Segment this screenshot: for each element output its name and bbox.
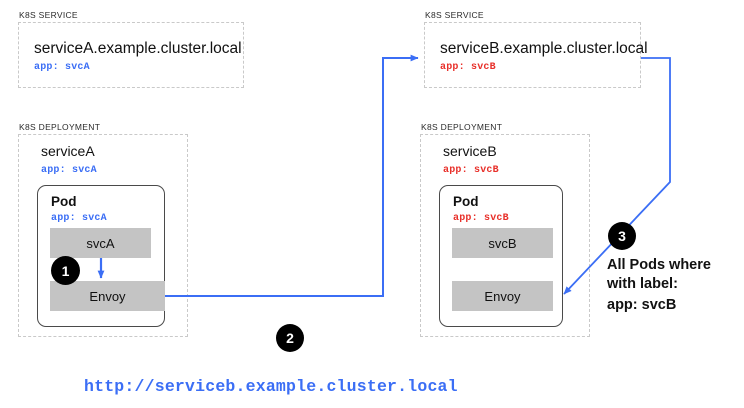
left-service-group-label: K8S SERVICE: [19, 10, 78, 20]
annotation-label: app: svcB: [607, 297, 677, 313]
step-badge-2: 2: [276, 324, 304, 352]
right-pod-title: Pod: [453, 194, 479, 209]
left-service-group: [18, 22, 244, 88]
right-container-svcb: svcB: [452, 228, 553, 258]
right-service-label: app: svcB: [440, 62, 496, 73]
annotation-line-2: with label:: [607, 276, 678, 292]
right-deployment-group-label: K8S DEPLOYMENT: [421, 122, 503, 132]
right-service-name: serviceB.example.cluster.local: [440, 40, 648, 57]
left-deployment-name: serviceA: [41, 143, 95, 159]
right-deployment-label: app: svcB: [443, 165, 499, 176]
wire-envoy-to-serviceb: [165, 54, 419, 297]
right-deployment-name: serviceB: [443, 143, 497, 159]
left-pod-title: Pod: [51, 194, 77, 209]
step-badge-3: 3: [608, 222, 636, 250]
footer-url: http://serviceb.example.cluster.local: [84, 377, 458, 396]
left-service-name: serviceA.example.cluster.local: [34, 40, 242, 57]
left-service-label: app: svcA: [34, 62, 90, 73]
left-deployment-label: app: svcA: [41, 165, 97, 176]
left-deployment-group-label: K8S DEPLOYMENT: [19, 122, 101, 132]
left-container-envoy: Envoy: [50, 281, 165, 311]
right-pod-label: app: svcB: [453, 213, 509, 224]
left-pod-label: app: svcA: [51, 213, 107, 224]
annotation-line-1: All Pods where: [607, 257, 711, 273]
right-service-group-label: K8S SERVICE: [425, 10, 484, 20]
step-badge-1: 1: [51, 256, 80, 285]
right-container-envoy: Envoy: [452, 281, 553, 311]
right-service-group: [424, 22, 641, 88]
left-container-svca: svcA: [50, 228, 151, 258]
